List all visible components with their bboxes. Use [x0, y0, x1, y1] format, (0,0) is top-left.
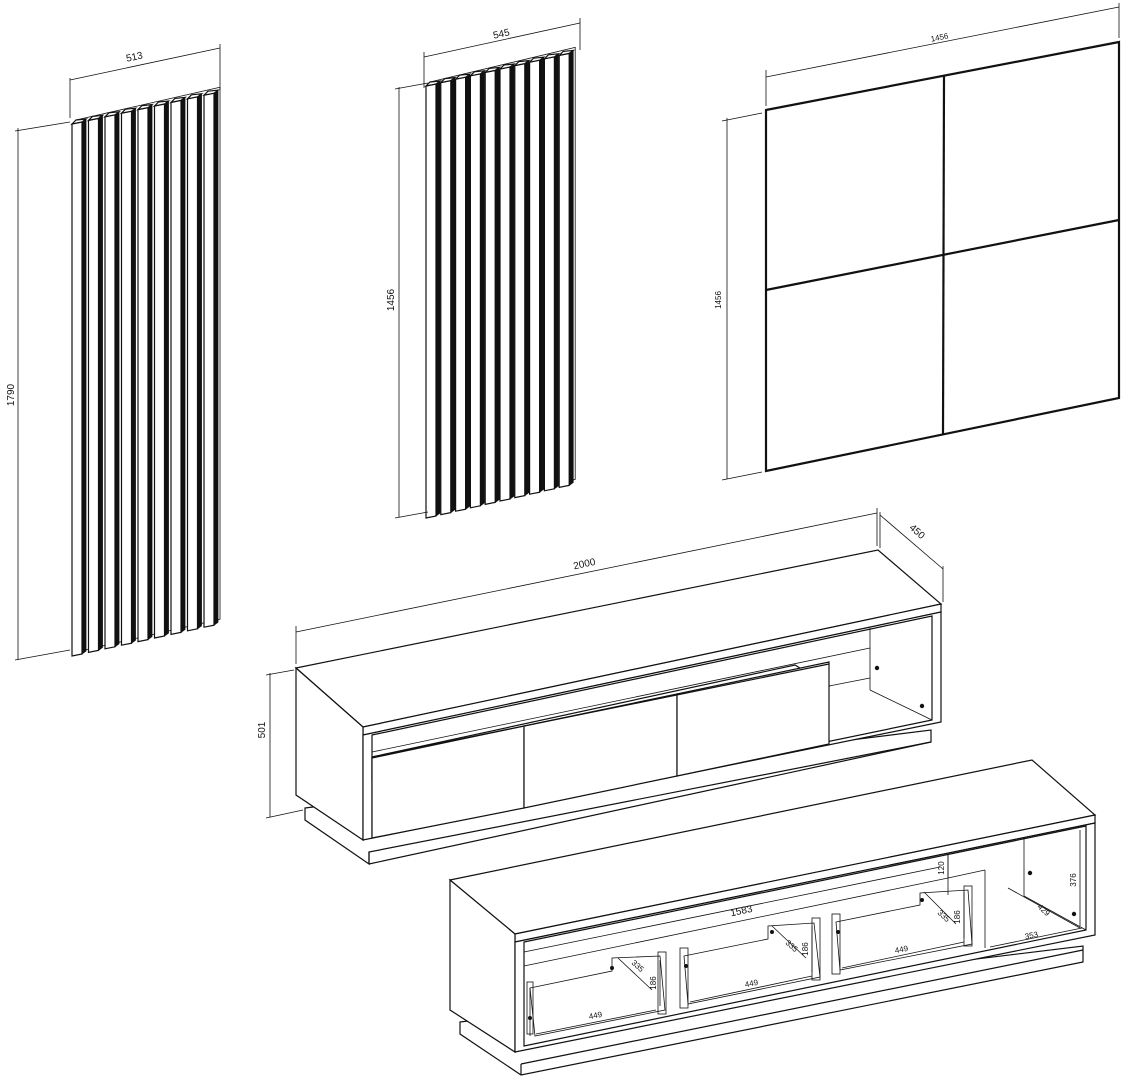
inner-width-label-1583: 1583 — [729, 904, 753, 919]
tall-slat-1 — [70, 118, 89, 657]
drawer-3-width-label-449: 449 — [894, 944, 909, 955]
drawer-2-height-label-186: 186 — [801, 942, 810, 956]
width-label-513: 513 — [125, 50, 144, 64]
slatted-panel-tall: 513 1790 — [6, 44, 221, 661]
open-height-label-376: 376 — [1069, 873, 1078, 887]
slatted-panel-tall-slats — [70, 86, 221, 657]
short-slat-3 — [453, 73, 472, 512]
width-label-1456-square: 1456 — [930, 31, 950, 43]
open-width-label-353: 353 — [1024, 930, 1039, 941]
tall-slat-6 — [152, 100, 171, 639]
tall-slat-4 — [119, 107, 138, 646]
length-label-2000: 2000 — [572, 557, 596, 572]
drawer-2-width-label-449: 449 — [744, 978, 759, 989]
width-dimension-1456-square: 1456 — [765, 3, 1120, 106]
drawer-1 — [526, 951, 667, 1037]
short-slat-4 — [468, 69, 487, 509]
width-label-545: 545 — [492, 27, 511, 41]
width-dimension-513: 513 — [69, 44, 221, 118]
height-label-1790: 1790 — [6, 383, 17, 406]
short-slat-9 — [542, 52, 561, 492]
drawer-1-width-label-449: 449 — [588, 1010, 603, 1021]
drawer-1-height-label-186: 186 — [649, 976, 658, 990]
short-slat-6 — [498, 63, 517, 502]
height-label-1456-square: 1456 — [714, 291, 723, 309]
depth-label-450: 450 — [907, 522, 927, 542]
short-slat-7 — [512, 59, 531, 499]
tv-cabinet-closed: 2000 450 501 — [257, 508, 944, 866]
height-label-1456-panel: 1456 — [386, 288, 397, 311]
slatted-panel-short: 545 1456 — [386, 18, 581, 519]
tall-slat-5 — [136, 103, 155, 643]
height-dimension-1456-panel: 1456 — [386, 82, 429, 519]
tall-slat-7 — [169, 96, 188, 636]
short-slat-1 — [424, 80, 443, 519]
height-dimension-501: 501 — [257, 669, 304, 819]
shelf-gap-label-120: 120 — [937, 861, 946, 875]
slatted-panel-short-slats — [424, 46, 576, 519]
drawer-3 — [831, 885, 973, 975]
short-slat-10 — [557, 49, 576, 489]
tall-slat-2 — [86, 114, 105, 654]
height-dimension-1456-square: 1456 — [714, 112, 763, 481]
height-label-501: 501 — [257, 721, 268, 738]
tall-slat-9 — [202, 89, 221, 628]
height-dimension-1790: 1790 — [6, 121, 71, 661]
tall-slat-3 — [103, 110, 122, 650]
short-slat-2 — [438, 76, 457, 516]
width-dimension-545: 545 — [423, 18, 581, 88]
short-slat-8 — [527, 56, 546, 495]
square-wall-panel: 1456 1456 — [714, 3, 1121, 481]
short-slat-5 — [483, 66, 502, 506]
tv-cabinet-open: 1583 120 449 335 186 449 335 186 449 335… — [448, 759, 1097, 1076]
length-dimension-2000: 2000 — [295, 508, 878, 664]
tall-slat-8 — [185, 92, 204, 632]
drawer-3-height-label-186: 186 — [953, 910, 962, 924]
